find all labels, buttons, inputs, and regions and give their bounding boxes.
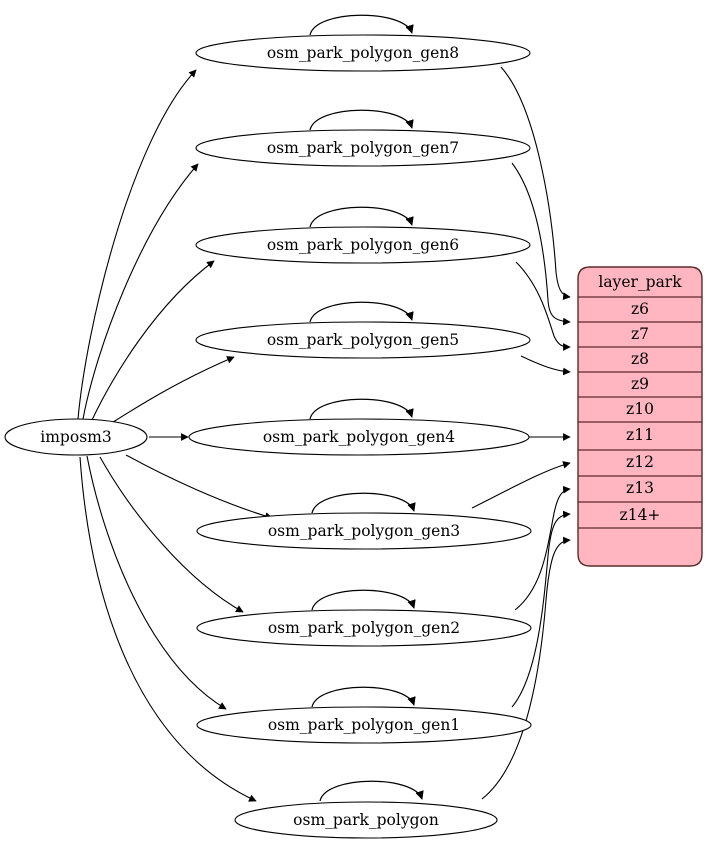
- node-ellipse-gen6[interactable]: [195, 226, 531, 264]
- node-label-gen5: osm_park_polygon_gen5: [267, 331, 459, 349]
- node-ellipse-gen4[interactable]: [188, 418, 530, 456]
- self-loop-gen3: [311, 492, 416, 514]
- node-label-imposm3: imposm3: [40, 428, 111, 446]
- edge-imposm3-to-gen7: [82, 163, 199, 420]
- node-label-gen3: osm_park_polygon_gen3: [268, 522, 460, 540]
- node-label-gen8: osm_park_polygon_gen8: [267, 44, 459, 62]
- self-loop-gen7: [309, 109, 414, 131]
- edge-gen5-to-z9: [520, 355, 571, 376]
- node-gen1[interactable]: osm_park_polygon_gen1: [196, 686, 532, 744]
- layer-park-table[interactable]: layer_park z6 z7 z8 z9 z10 z11 z12 z13 z…: [577, 266, 703, 567]
- self-loop-gen5: [309, 301, 414, 323]
- table-row-z11[interactable]: z11: [626, 426, 654, 444]
- self-loop-gen1: [311, 686, 416, 708]
- self-loop-base: [319, 780, 424, 802]
- node-base[interactable]: osm_park_polygon: [234, 780, 498, 839]
- node-gen2[interactable]: osm_park_polygon_gen2: [196, 589, 532, 647]
- node-label-base: osm_park_polygon: [293, 811, 439, 829]
- node-ellipse-gen8[interactable]: [195, 34, 531, 72]
- node-label-gen2: osm_park_polygon_gen2: [268, 619, 460, 637]
- node-label-gen6: osm_park_polygon_gen6: [267, 236, 459, 254]
- node-gen8[interactable]: osm_park_polygon_gen8: [195, 14, 531, 72]
- node-gen3[interactable]: osm_park_polygon_gen3: [196, 492, 532, 550]
- table-row-z12[interactable]: z12: [626, 453, 654, 471]
- node-ellipse-imposm3[interactable]: [4, 418, 148, 456]
- self-loop-gen2: [311, 589, 416, 611]
- node-ellipse-gen3[interactable]: [196, 512, 532, 550]
- node-label-gen4: osm_park_polygon_gen4: [263, 428, 455, 446]
- table-header-label: layer_park: [598, 273, 682, 291]
- table-row-z7[interactable]: z7: [631, 325, 649, 343]
- table-row-z9[interactable]: z9: [631, 375, 649, 393]
- edge-gen1-to-z13: [511, 510, 571, 708]
- node-imposm3[interactable]: imposm3: [4, 418, 148, 456]
- table-row-z6[interactable]: z6: [631, 300, 649, 318]
- table-row-z14plus[interactable]: z14+: [620, 506, 661, 524]
- node-gen5[interactable]: osm_park_polygon_gen5: [195, 301, 531, 359]
- edge-imposm3-to-gen8: [77, 69, 197, 420]
- self-loop-gen6: [309, 206, 414, 228]
- edges-to-layer-park: [471, 66, 571, 800]
- node-ellipse-gen2[interactable]: [196, 609, 532, 647]
- table-outline: [577, 266, 703, 567]
- node-gen4[interactable]: osm_park_polygon_gen4: [188, 398, 530, 456]
- edge-base-to-z14plus: [481, 536, 571, 800]
- table-row-z13[interactable]: z13: [626, 479, 654, 497]
- edge-gen6-to-z8: [515, 261, 571, 351]
- table-row-z10[interactable]: z10: [626, 400, 654, 418]
- edge-imposm3-to-base: [79, 456, 257, 802]
- node-ellipse-gen5[interactable]: [195, 321, 531, 359]
- edge-imposm3-to-gen6: [91, 260, 215, 421]
- node-ellipse-gen7[interactable]: [195, 129, 531, 167]
- edge-imposm3-to-gen2: [99, 456, 244, 613]
- edges-from-imposm3: [77, 69, 273, 802]
- edge-gen2-to-z12: [514, 485, 571, 611]
- node-gen7[interactable]: osm_park_polygon_gen7: [195, 109, 531, 167]
- self-loop-gen8: [309, 14, 414, 36]
- self-loop-gen4: [309, 398, 414, 420]
- edge-gen7-to-z7: [511, 162, 571, 326]
- node-label-gen1: osm_park_polygon_gen1: [268, 716, 460, 734]
- node-ellipse-base[interactable]: [234, 801, 498, 839]
- edge-gen8-to-z6: [500, 66, 571, 300]
- table-row-z8[interactable]: z8: [631, 350, 649, 368]
- node-gen6[interactable]: osm_park_polygon_gen6: [195, 206, 531, 264]
- edge-imposm3-to-gen1: [86, 455, 227, 710]
- node-ellipse-gen1[interactable]: [196, 706, 532, 744]
- node-label-gen7: osm_park_polygon_gen7: [267, 139, 459, 157]
- edge-imposm3-to-gen3: [125, 454, 273, 520]
- edge-gen3-to-z11: [471, 461, 571, 509]
- edge-imposm3-to-gen5: [109, 356, 235, 425]
